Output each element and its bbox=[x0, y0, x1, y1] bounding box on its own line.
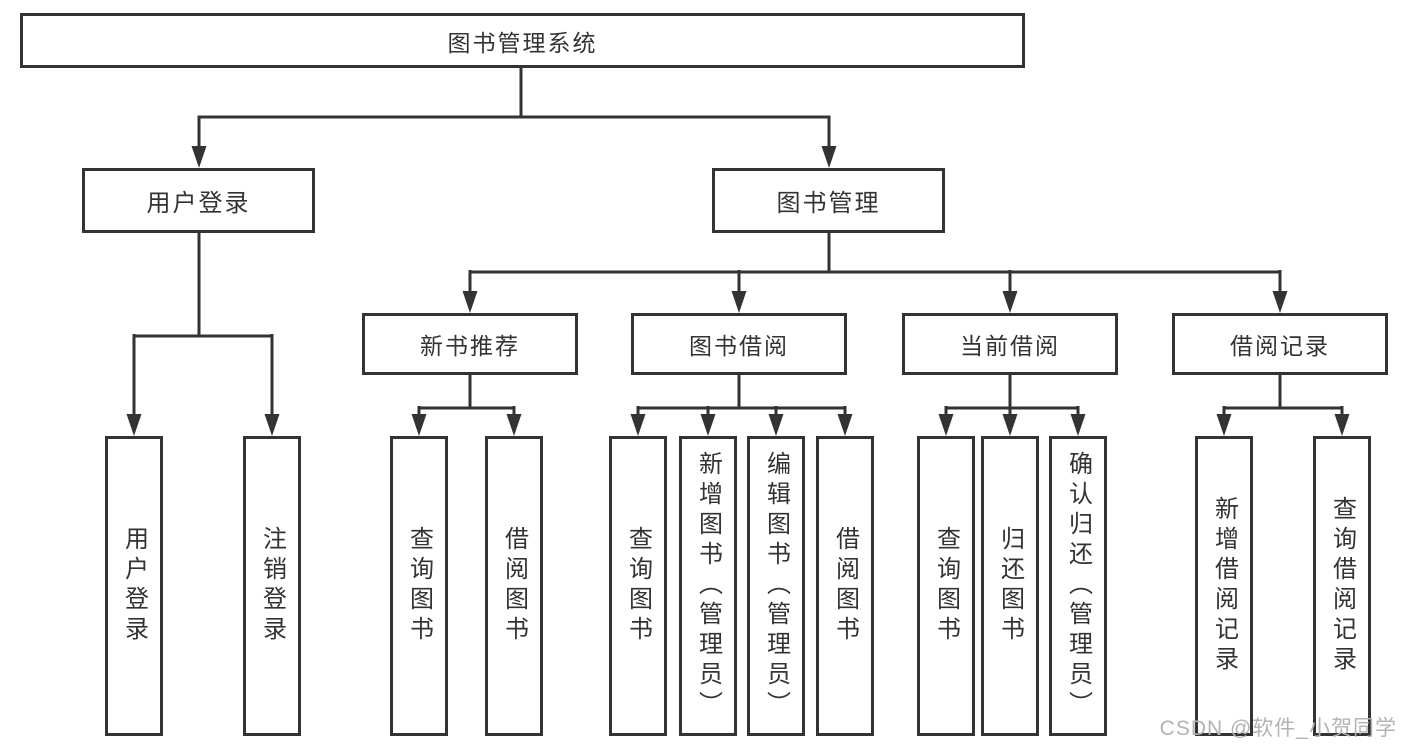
arrowhead-down-icon bbox=[126, 414, 142, 436]
node-user-login: 用户登录 bbox=[82, 168, 315, 233]
arrowhead-down-icon bbox=[700, 414, 716, 436]
leaf-current-return-books: 归还图书 bbox=[981, 436, 1039, 736]
leaf-borrow-add-books-admin: 新增图书（管理员） bbox=[679, 436, 737, 736]
connector-new-book-recommend-to-leaves bbox=[417, 373, 516, 418]
node-current-borrow: 当前借阅 bbox=[902, 313, 1118, 375]
arrowhead-down-icon bbox=[1216, 414, 1232, 436]
leaf-logout: 注销登录 bbox=[243, 436, 301, 736]
node-book-borrow: 图书借阅 bbox=[631, 313, 847, 375]
node-borrow-records: 借阅记录 bbox=[1172, 313, 1388, 375]
leaf-user-login: 用户登录 bbox=[105, 436, 163, 736]
arrowhead-down-icon bbox=[191, 146, 207, 168]
arrowhead-down-icon bbox=[768, 414, 784, 436]
leaf-current-query-books: 查询图书 bbox=[917, 436, 975, 736]
leaf-records-add-record: 新增借阅记录 bbox=[1195, 436, 1253, 736]
node-book-management: 图书管理 bbox=[712, 168, 945, 233]
arrowhead-down-icon bbox=[1070, 414, 1086, 436]
leaf-recommend-query-books: 查询图书 bbox=[390, 436, 448, 736]
arrowhead-down-icon bbox=[821, 146, 837, 168]
csdn-watermark: CSDN @软件_小贺同学 bbox=[1159, 717, 1397, 740]
arrowhead-down-icon bbox=[264, 414, 280, 436]
connector-current-borrow-to-leaves bbox=[944, 373, 1080, 418]
arrowhead-down-icon bbox=[630, 414, 646, 436]
arrowhead-down-icon bbox=[506, 414, 522, 436]
node-new-book-recommend: 新书推荐 bbox=[362, 313, 578, 375]
arrowhead-down-icon bbox=[1334, 414, 1350, 436]
leaf-recommend-borrow-books: 借阅图书 bbox=[485, 436, 543, 736]
leaf-borrow-edit-books-admin: 编辑图书（管理员） bbox=[747, 436, 805, 736]
connector-book-management-to-level3 bbox=[468, 231, 1282, 295]
leaf-records-query-record: 查询借阅记录 bbox=[1313, 436, 1371, 736]
leaf-borrow-borrow-books: 借阅图书 bbox=[816, 436, 874, 736]
leaf-current-confirm-return-admin: 确认归还（管理员） bbox=[1049, 436, 1107, 736]
connector-book-borrow-to-leaves bbox=[636, 373, 847, 418]
connector-borrow-records-to-leaves bbox=[1222, 373, 1344, 418]
arrowhead-down-icon bbox=[938, 414, 954, 436]
connector-user-login-to-leaves bbox=[132, 231, 274, 418]
arrowhead-down-icon bbox=[462, 291, 478, 313]
arrowhead-down-icon bbox=[731, 291, 747, 313]
arrowhead-down-icon bbox=[1002, 414, 1018, 436]
arrowhead-down-icon bbox=[411, 414, 427, 436]
arrowhead-down-icon bbox=[1272, 291, 1288, 313]
connector-root-to-level2 bbox=[197, 66, 831, 150]
arrowhead-down-icon bbox=[1002, 291, 1018, 313]
arrowhead-down-icon bbox=[837, 414, 853, 436]
leaf-borrow-query-books: 查询图书 bbox=[609, 436, 667, 736]
node-root-system: 图书管理系统 bbox=[20, 13, 1025, 68]
